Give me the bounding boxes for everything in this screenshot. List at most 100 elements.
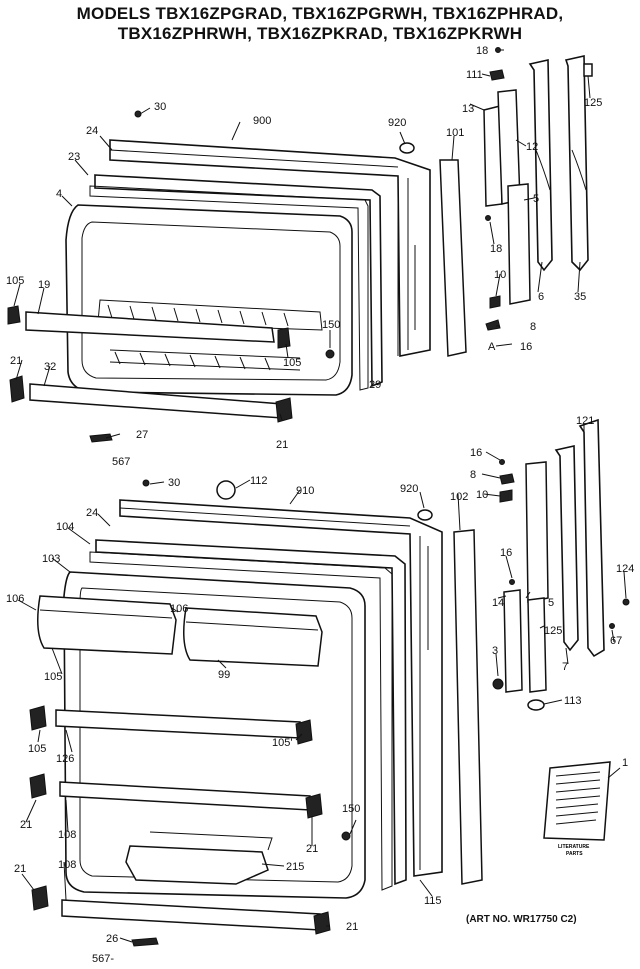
label-24-lower: 24 xyxy=(86,507,98,519)
part-labels-lower: 30 112 910 920 24 104 103 106 106 105 99… xyxy=(6,415,634,965)
leader-lines xyxy=(13,49,627,943)
literature-caption-line-2: PARTS xyxy=(566,851,583,857)
screw-18-top xyxy=(495,47,501,53)
label-106-left: 106 xyxy=(6,593,24,605)
label-29: 29 xyxy=(369,379,381,391)
fresh-food-hinge-parts xyxy=(453,418,630,885)
label-108-upper: 108 xyxy=(58,829,76,841)
label-10-upper: 10 xyxy=(494,269,506,281)
models-title-line-1: MODELS TBX16ZPGRAD, TBX16ZPGRWH, TBX16ZP… xyxy=(76,4,564,23)
literature-caption-line-1: LITERATURE xyxy=(558,844,590,850)
plug-920-lower xyxy=(417,509,433,521)
part-125-lower xyxy=(527,597,547,693)
label-101: 101 xyxy=(446,127,464,139)
label-5-upper: 5 xyxy=(533,193,539,205)
label-21-lower-right-1: 21 xyxy=(306,843,318,855)
label-8-lower: 8 xyxy=(470,469,476,481)
door-bin-106-left xyxy=(37,595,177,655)
fresh-food-door-group xyxy=(29,479,443,947)
freezer-door-outer-panel xyxy=(109,139,431,357)
label-105-prime: 105' xyxy=(272,737,292,749)
label-4: 4 xyxy=(56,188,62,200)
part-10-upper xyxy=(489,295,501,309)
label-5-lower: 5 xyxy=(548,597,554,609)
screw-16-lower xyxy=(509,579,515,585)
label-112: 112 xyxy=(250,475,268,487)
label-16-upper: 16 xyxy=(520,341,532,353)
label-30-lower: 30 xyxy=(168,477,180,489)
label-150-upper: 150 xyxy=(322,319,340,331)
bracket-21-right-lower-1 xyxy=(305,793,323,819)
part-8-upper xyxy=(485,319,501,331)
freezer-door-group xyxy=(7,110,431,443)
label-99: 99 xyxy=(218,669,230,681)
handle-6 xyxy=(528,59,553,272)
label-16-lower-top: 16 xyxy=(470,447,482,459)
label-920-upper: 920 xyxy=(388,117,406,129)
part-150-upper xyxy=(325,349,335,359)
label-35: 35 xyxy=(574,291,586,303)
hinge-5-lower xyxy=(525,461,549,603)
label-115: 115 xyxy=(424,895,442,907)
part-112 xyxy=(216,480,236,500)
label-10-lower: 10 xyxy=(476,489,488,501)
label-21-upper-left: 21 xyxy=(10,355,22,367)
bracket-21-left-lower-2 xyxy=(31,885,49,911)
part-67 xyxy=(609,623,615,629)
strip-14 xyxy=(503,589,523,693)
label-111: 111 xyxy=(466,69,483,81)
label-23: 23 xyxy=(68,151,80,163)
label-125-lower: 125 xyxy=(544,625,562,637)
shelf-bracket-right-upper xyxy=(277,327,291,349)
screw-18-mid xyxy=(485,215,491,221)
label-125-upper: 125 xyxy=(584,97,602,109)
bin-215 xyxy=(125,845,269,885)
label-150-lower: 150 xyxy=(342,803,360,815)
part-10-lower xyxy=(499,489,513,503)
bracket-21-right-lower-2 xyxy=(313,911,331,935)
shelf-bracket-105-left-lower xyxy=(29,705,47,731)
freezer-hinge-parts xyxy=(439,47,593,357)
label-900: 900 xyxy=(253,115,271,127)
label-126: 126 xyxy=(56,753,74,765)
label-920-lower: 920 xyxy=(400,483,418,495)
label-105-upper-right: 105 xyxy=(283,357,301,369)
bracket-21-right-upper xyxy=(275,397,293,423)
label-12: 12 xyxy=(526,141,538,153)
label-1: 1 xyxy=(622,757,628,769)
label-21-lower-left-1: 21 xyxy=(20,819,32,831)
label-105-upper-left: 105 xyxy=(6,275,24,287)
trim-strip-102 xyxy=(453,529,483,885)
label-103: 103 xyxy=(42,553,60,565)
label-8-upper: 8 xyxy=(530,321,536,333)
shelf-bar-108-upper xyxy=(59,781,311,811)
label-567-lower: 567- xyxy=(92,953,114,965)
label-102: 102 xyxy=(450,491,468,503)
shelf-bracket-left-upper xyxy=(7,305,21,325)
label-30-upper: 30 xyxy=(154,101,166,113)
label-105-lower-left-bin: 105 xyxy=(44,671,62,683)
part-27-upper xyxy=(89,433,113,443)
label-3: 3 xyxy=(492,645,498,657)
label-16-lower: 16 xyxy=(500,547,512,559)
screw-16-upper xyxy=(499,459,505,465)
label-910: 910 xyxy=(296,485,314,497)
part-3 xyxy=(492,678,504,690)
label-32: 32 xyxy=(44,361,56,373)
label-67: 67 xyxy=(610,635,622,647)
label-21-lower-left-2: 21 xyxy=(14,863,26,875)
part-26 xyxy=(131,937,159,947)
shelf-bar-108-lower xyxy=(61,899,321,931)
part-124 xyxy=(622,598,630,606)
trim-strip-101 xyxy=(439,159,467,357)
fresh-food-door-outer-panel xyxy=(119,499,443,877)
label-567-upper: 567 xyxy=(112,456,130,468)
handle-7 xyxy=(554,445,579,652)
label-121: 121 xyxy=(576,415,594,427)
label-106-right: 106 xyxy=(170,603,188,615)
part-125-upper xyxy=(583,63,593,77)
screw-30-lower xyxy=(142,479,150,487)
part-8-lower xyxy=(499,473,515,485)
label-24-upper: 24 xyxy=(86,125,98,137)
